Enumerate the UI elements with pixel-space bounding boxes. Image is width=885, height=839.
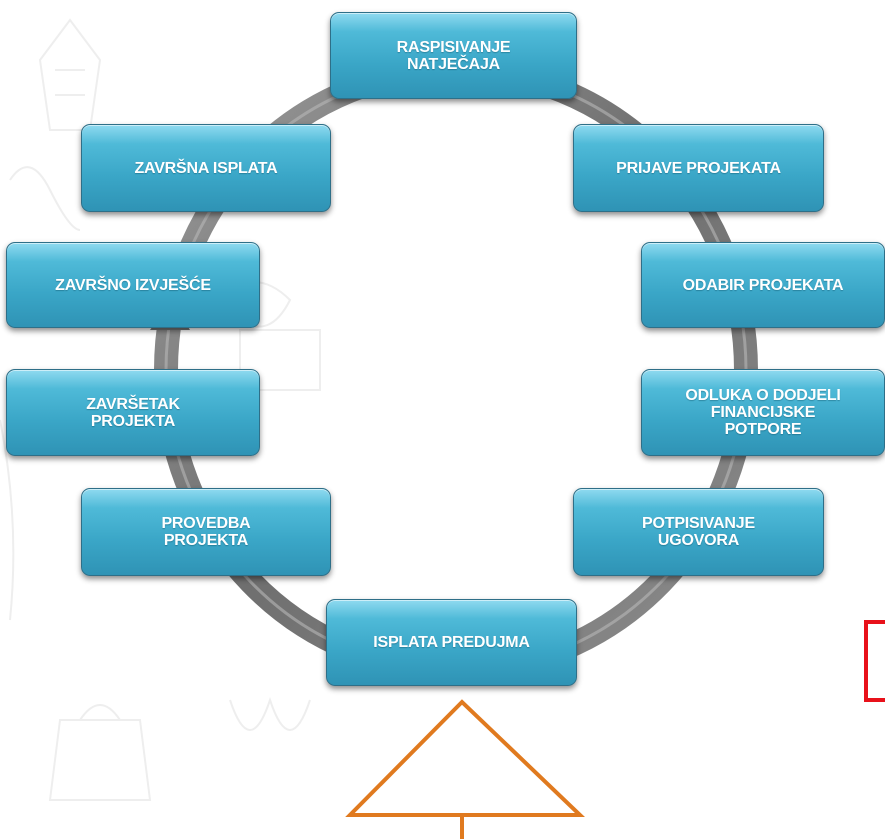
orange-pointer-arrow [345, 699, 585, 839]
step-potpisivanje-ugovora: POTPISIVANJE UGOVORA [573, 488, 824, 576]
step-zavrsna-isplata: ZAVRŠNA ISPLATA [81, 124, 331, 212]
step-zavrsetak-projekta: ZAVRŠETAK PROJEKTA [6, 369, 260, 456]
step-raspisivanje-natjecaja: RASPISIVANJE NATJEČAJA [330, 12, 577, 99]
red-highlight-box [864, 620, 885, 702]
background-sketch [0, 18, 321, 801]
step-provedba-projekta: PROVEDBA PROJEKTA [81, 488, 331, 576]
step-zavrsno-izvjesce: ZAVRŠNO IZVJEŠĆE [6, 242, 260, 328]
step-prijave-projekata: PRIJAVE PROJEKATA [573, 124, 824, 212]
step-odabir-projekata: ODABIR PROJEKATA [641, 242, 885, 328]
step-isplata-predujma: ISPLATA PREDUJMA [326, 599, 577, 686]
step-odluka-o-dodjeli: ODLUKA O DODJELI FINANCIJSKE POTPORE [641, 369, 885, 456]
